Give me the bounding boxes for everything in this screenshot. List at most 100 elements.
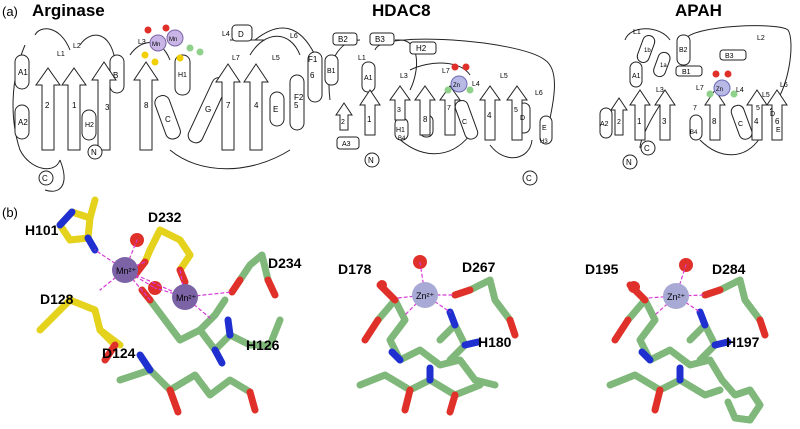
metal-ion-label: Mn²⁺: [116, 266, 136, 276]
topo-label: 6: [310, 71, 315, 80]
topo-label: B2: [679, 47, 688, 54]
arginase-active-site: Mn²⁺ Mn²⁺: [40, 200, 280, 412]
topo-label: L1: [57, 51, 65, 58]
topo-label: C: [42, 174, 48, 183]
residue-label: D178: [338, 261, 372, 277]
topo-label: L6: [535, 90, 543, 97]
topo-label: L5: [500, 73, 508, 80]
metal-label: Zn: [716, 87, 723, 93]
topo-label: 3: [662, 117, 667, 126]
topo-label: B2: [338, 35, 348, 44]
topo-label: 8: [712, 117, 717, 126]
residue-label: D128: [40, 291, 74, 307]
apah-topology-diagram: L1 1b 1a B2 L2 B3 B1 A1 L7 Zn L4 L3 L5 L…: [600, 26, 791, 169]
topo-label: B1: [682, 69, 691, 76]
topo-label: A1: [632, 73, 641, 80]
topo-label: E: [273, 105, 278, 114]
residue-label: D234: [268, 255, 302, 271]
topo-label: L3: [138, 39, 146, 46]
topo-label: 1: [72, 101, 77, 110]
topo-label: A1: [364, 75, 373, 82]
topo-label: H1: [178, 72, 187, 79]
topo-label: 4: [754, 117, 759, 126]
topo-label: E: [542, 125, 547, 132]
topo-label: H1: [396, 127, 405, 134]
topo-label: N: [368, 156, 374, 165]
topo-label: 4: [487, 111, 492, 120]
topo-label: L2: [757, 35, 765, 42]
arginase-topology-diagram: A1 A2 2 1 B 3 L1 L2 L3 H1 H2 8 7 C G L7 …: [13, 25, 322, 192]
topo-label: 6: [775, 117, 780, 126]
topo-label: A2: [18, 118, 28, 127]
topo-label: 8: [144, 101, 149, 110]
topo-label: 5: [514, 107, 518, 114]
topo-label: B1: [327, 68, 336, 75]
residue-label: H180: [478, 334, 512, 350]
hdac8-topology-diagram: B2 B3 H2 B1 L1 A1 L3 L7 Zn L4 L5 L6 2 1 …: [325, 33, 554, 185]
topo-label: F1: [308, 55, 318, 64]
residue-label: D232: [148, 209, 182, 225]
topo-label: G: [205, 105, 211, 114]
residue-label: H126: [246, 337, 280, 353]
metal-ion-label: Mn²⁺: [176, 293, 196, 303]
topo-label: F2: [294, 93, 304, 102]
topo-label: L3: [656, 87, 664, 94]
residue-label: D195: [585, 261, 619, 277]
metal-ion-label: Zn²⁺: [416, 291, 435, 301]
topo-label: B4: [398, 136, 406, 142]
topo-label: C: [165, 115, 171, 124]
topo-label: 5: [294, 101, 299, 110]
topo-label: L6: [290, 33, 298, 40]
topo-label: A2: [600, 121, 609, 128]
topo-label: L5: [762, 92, 770, 99]
residue-label: H101: [25, 222, 59, 238]
topo-label: 3: [105, 103, 110, 112]
topo-label: E: [776, 127, 781, 134]
topo-label: 4: [254, 101, 259, 110]
topo-label: L5: [272, 55, 280, 62]
topo-label: C: [738, 121, 743, 128]
topo-label: H2: [416, 44, 427, 53]
topo-label: L4: [472, 81, 480, 88]
topo-label: L3: [400, 73, 408, 80]
topo-label: L7: [696, 85, 704, 92]
topo-label: L7: [442, 68, 450, 75]
topo-label: B: [113, 71, 118, 80]
topo-label: 7: [447, 105, 451, 112]
topo-label: D: [238, 30, 244, 39]
topo-label: B3: [725, 53, 734, 60]
topo-label: D: [520, 115, 525, 122]
topo-label: L4: [222, 31, 230, 38]
topo-label: 8: [423, 115, 428, 124]
topo-label: L4: [736, 87, 744, 94]
metal-label: Mn: [169, 37, 177, 43]
topo-label: C: [526, 174, 532, 183]
residue-label: D124: [102, 345, 136, 361]
topo-label: 2: [45, 101, 50, 110]
topo-label: B4: [690, 130, 698, 136]
topo-label: 1a: [660, 63, 667, 69]
topo-label: H3: [540, 139, 548, 145]
topo-label: N: [91, 148, 97, 157]
topo-label: N: [626, 158, 632, 167]
topo-label: 2: [617, 119, 621, 126]
metal-label: Zn: [453, 83, 460, 89]
topo-label: 1b: [644, 48, 651, 54]
topo-label: L6: [780, 82, 788, 89]
topo-label: B3: [375, 35, 385, 44]
topo-label: 2: [341, 119, 345, 126]
topo-label: L7: [232, 55, 240, 62]
topo-label: H2: [85, 122, 94, 129]
residue-label: D267: [462, 259, 496, 275]
topo-label: L2: [73, 43, 81, 50]
topo-label: 1: [367, 115, 372, 124]
topo-label: 3: [397, 107, 401, 114]
topo-label: L1: [633, 29, 641, 36]
residue-label: D284: [712, 261, 746, 277]
topo-label: 7: [226, 101, 231, 110]
residue-label: H197: [726, 334, 760, 350]
metal-ion-label: Zn²⁺: [667, 292, 686, 302]
topo-label: 1: [637, 117, 642, 126]
topo-label: C: [644, 144, 650, 153]
